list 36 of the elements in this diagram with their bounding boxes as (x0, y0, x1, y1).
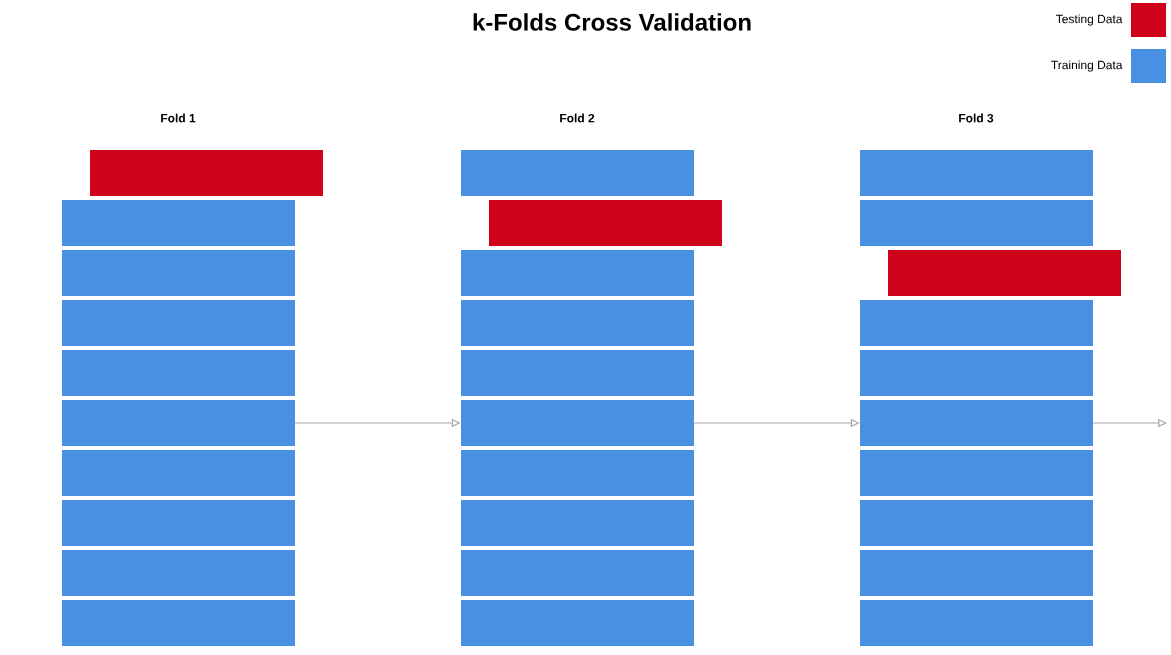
training-data-bar (461, 350, 694, 396)
training-data-bar (860, 400, 1093, 446)
training-data-bar (860, 350, 1093, 396)
training-data-bar (62, 250, 295, 296)
fold-heading: Fold 2 (560, 113, 595, 123)
test-data-bar (489, 200, 722, 246)
training-data-bar (62, 300, 295, 346)
training-data-bar (461, 550, 694, 596)
training-data-bar (461, 300, 694, 346)
training-data-bar (461, 500, 694, 546)
training-data-bar (461, 450, 694, 496)
test-data-bar (90, 150, 323, 196)
title: k-Folds Cross Validation (473, 13, 751, 31)
legend-label: Training Data (1051, 60, 1123, 72)
training-data-bar (860, 450, 1093, 496)
training-data-bar (860, 150, 1093, 196)
training-data-bar (62, 350, 295, 396)
training-data-bar (461, 150, 694, 196)
training-data-bar (62, 500, 295, 546)
training-data-bar (860, 200, 1093, 246)
training-data-bar (62, 600, 295, 646)
training-data-bar (62, 400, 295, 446)
fold-heading: Fold 1 (161, 113, 196, 123)
training-data-bar (860, 550, 1093, 596)
training-data-bar (461, 600, 694, 646)
fold-heading: Fold 3 (959, 113, 994, 123)
legend-label: Testing Data (1056, 14, 1123, 26)
training-data-bar (62, 550, 295, 596)
training-data-bar (461, 250, 694, 296)
training-data-bar (62, 450, 295, 496)
training-data-bar (62, 200, 295, 246)
training-data-bar (461, 400, 694, 446)
training-data-bar (860, 600, 1093, 646)
test-data-bar (888, 250, 1121, 296)
training-data-bar (860, 500, 1093, 546)
training-data-bar (860, 300, 1093, 346)
